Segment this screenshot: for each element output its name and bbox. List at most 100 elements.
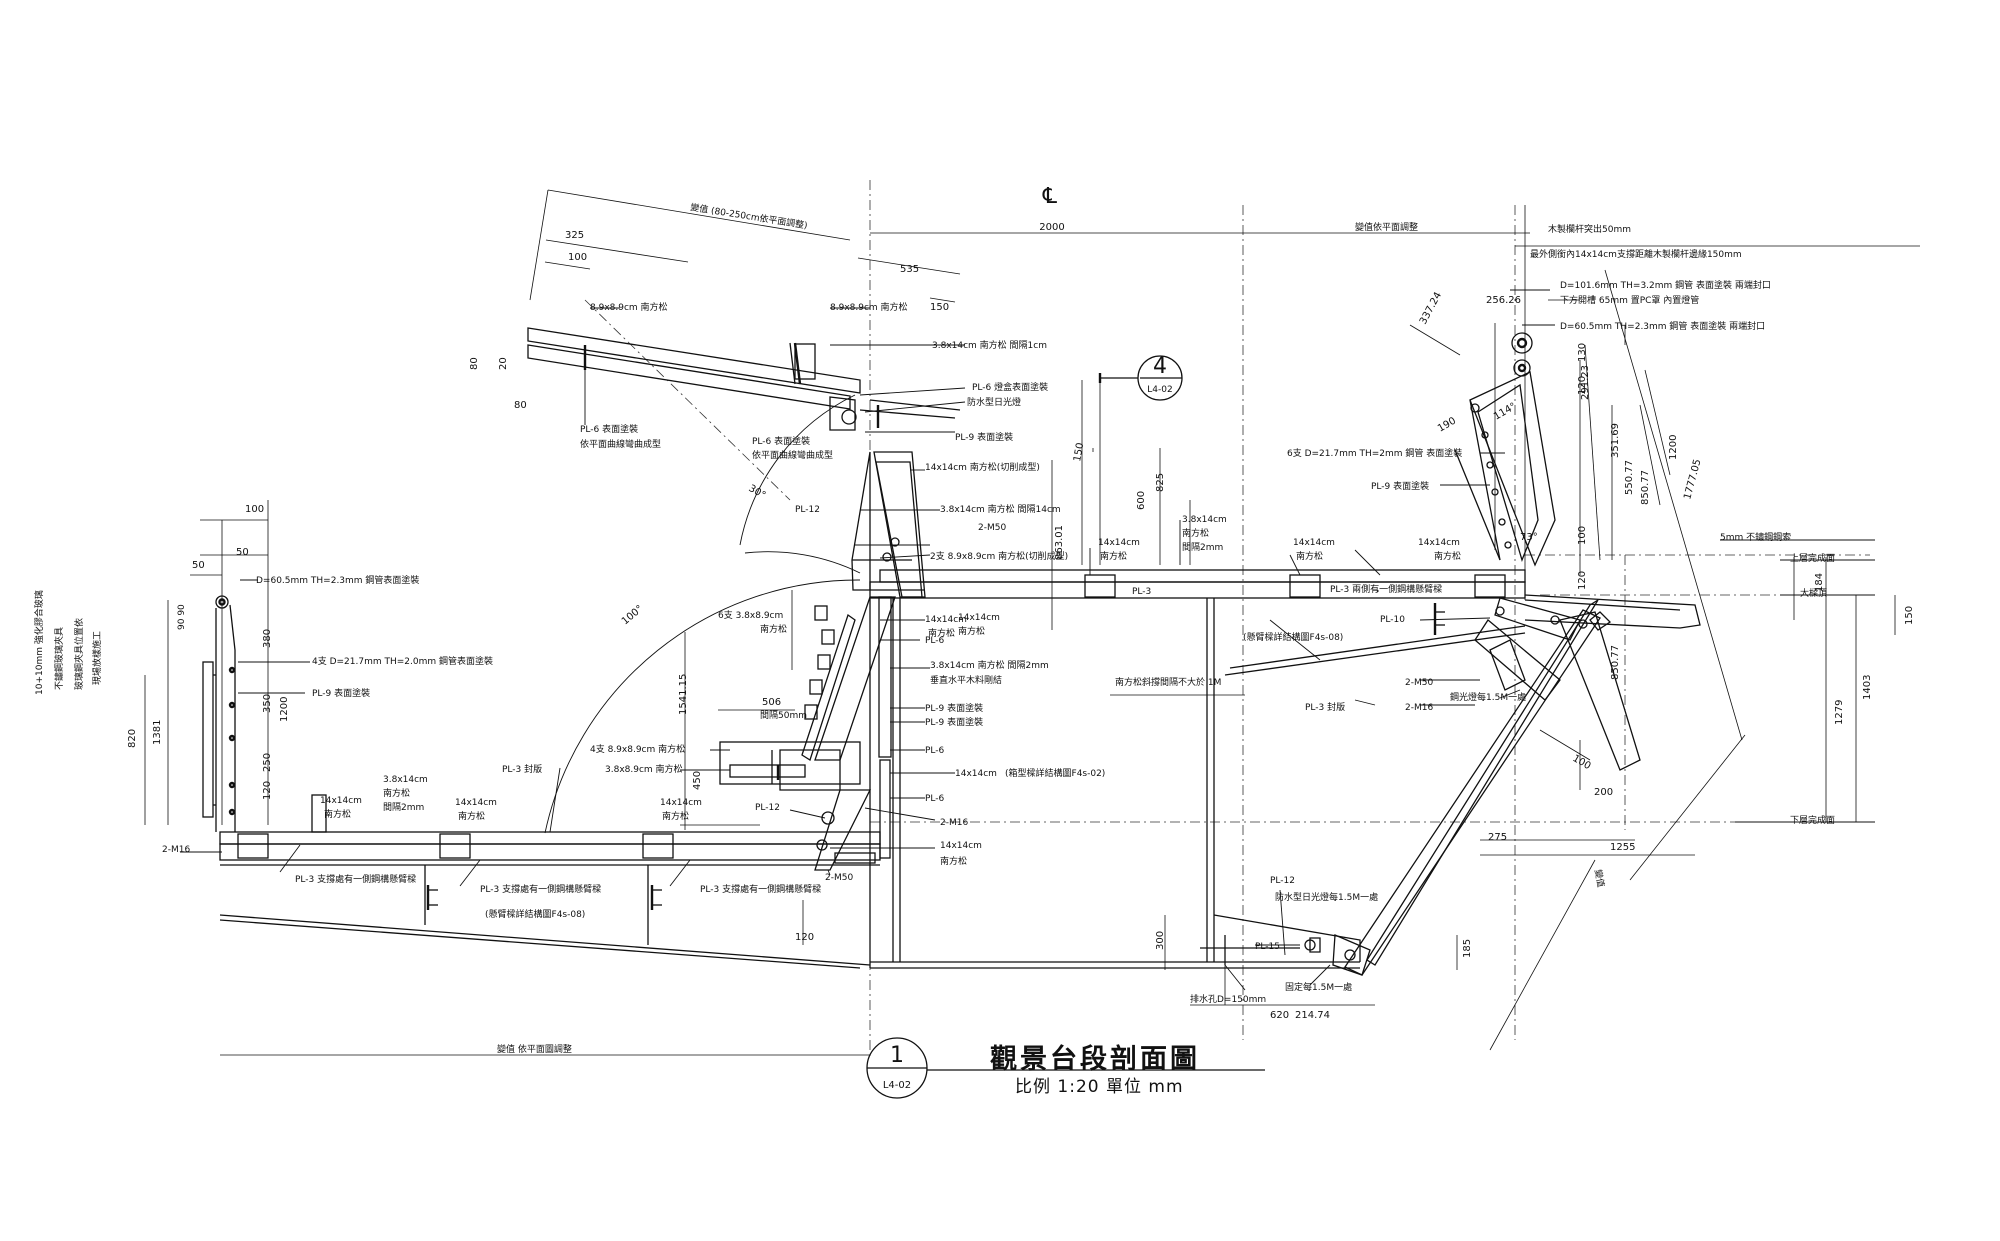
dim-550: 550.77 (1624, 460, 1635, 495)
label-wall-site: 現場放樣施工 (91, 631, 103, 685)
dim-50-b: 50 (192, 560, 205, 571)
label-m16-right: 2-M16 (1405, 703, 1433, 713)
label-wood-edge: 木製欄杆突出50mm (1548, 223, 1631, 235)
dim-450: 450 (692, 771, 703, 790)
label-38-top: 3.8x14cm 南方松 間隔1cm (932, 339, 1047, 351)
label-stainless-cable: 5mm 不鏽鋼鋼索 (1720, 531, 1791, 543)
dim-506: 506 (762, 697, 781, 708)
leaders (180, 289, 1875, 991)
label-pl6-c: PL-6 (925, 794, 945, 804)
label-1414-c-wood: 南方松 (1434, 550, 1461, 562)
box-beam (869, 598, 1361, 969)
label-1414-g: 14x14cm (940, 841, 982, 851)
label-pl9-right: PL-9 表面塗裝 (1371, 480, 1429, 492)
dim-130: 130 (1577, 343, 1588, 362)
dim-2000: 2000 (1039, 222, 1064, 233)
dim-1381: 1381 (152, 720, 163, 745)
label-38-d: 3.8x14cm 南方松 間隔2mm (930, 659, 1049, 671)
label-cantilever-ref-bottom: (懸臂樑詳結構圖F4s-08) (485, 908, 585, 920)
label-38-f: 3.8x14cm (383, 775, 428, 785)
label-pl6-a: PL-6 (925, 636, 945, 646)
label-pl10: PL-10 (1380, 615, 1405, 625)
dim-863: 863.01 (1054, 525, 1065, 560)
label-1414-b-wood: 南方松 (1296, 550, 1323, 562)
sheet-reference: L4-02 (883, 1080, 911, 1091)
label-pl6-left: PL-6 表面塗裝 (580, 423, 638, 435)
dim-535: 535 (900, 264, 919, 275)
label-1414-b: 14x14cm (1293, 538, 1335, 548)
dim-620: 620 (1270, 1010, 1289, 1021)
upper-deck (869, 569, 1701, 676)
label-1414-c: 14x14cm (1418, 538, 1460, 548)
dim-120-bottom: 120 (795, 932, 814, 943)
label-m50-bottom: 2-M50 (825, 873, 853, 883)
label-m50-right: 2-M50 (1405, 678, 1433, 688)
dim-850-a: 850.77 (1640, 470, 1651, 505)
label-pl3-top: PL-3 (1132, 587, 1151, 597)
dim-20: 20 (498, 357, 509, 370)
label-lamp-bottom: 防水型日光燈每1.5M一處 (1275, 891, 1378, 903)
label-1414-j-wood: 南方松 (324, 808, 351, 820)
dim-250: 250 (262, 753, 273, 772)
label-1414-a-wood: 南方松 (1100, 550, 1127, 562)
label-38-six-wood: 南方松 (760, 623, 787, 635)
dim-120-top-right: 120 (1577, 376, 1588, 395)
label-pl3-b: PL-3 支撐處有一側鋼構懸臂樑 (480, 883, 601, 895)
dim-1255: 1255 (1610, 842, 1635, 853)
dim-50-a: 50 (236, 547, 249, 558)
label-pl3-seal-right: PL-3 封版 (1305, 701, 1345, 713)
section-number: 1 (890, 1043, 904, 1068)
label-waterproof-lamp: 防水型日光燈 (967, 396, 1021, 408)
dim-120-left: 120 (262, 781, 273, 800)
dim-185: 185 (1462, 939, 1473, 958)
label-pl6-left-bend: 依平面曲線彎曲成型 (580, 438, 661, 450)
dim-850-b: 850.77 (1610, 645, 1621, 680)
dim-100-top: 100 (568, 252, 587, 263)
dim-1777: 1777.05 (1682, 458, 1703, 501)
dim-80-b: 80 (514, 400, 527, 411)
label-pl9-b: PL-9 表面塗裝 (925, 702, 983, 714)
dim-line-diagonal-b (1629, 734, 1746, 881)
label-pl6-mid-bend: 依平面曲線彎曲成型 (752, 449, 833, 461)
dim-1403: 1403 (1862, 675, 1873, 700)
angle-30: 30° (747, 483, 768, 501)
label-m50-top: 2-M50 (978, 523, 1006, 533)
label-38-gap14: 3.8x14cm 南方松 間隔14cm (940, 503, 1061, 515)
drawing-title: 觀景台段剖面圖 (990, 1043, 1200, 1075)
label-pl9-top: PL-9 表面塗裝 (955, 431, 1013, 443)
label-38-e: 3.8x8.9cm 南方松 (605, 763, 683, 775)
label-m16-left: 2-M16 (162, 845, 190, 855)
dim-214: 214.74 (1295, 1010, 1330, 1021)
label-pl15: PL-15 (1255, 942, 1280, 952)
dim-337: 337.24 (1418, 290, 1444, 326)
dim-100-right: 100 (1571, 753, 1593, 772)
dim-325: 325 (565, 230, 584, 241)
label-1414-g-wood: 南方松 (940, 855, 967, 867)
label-pl9-c: PL-9 表面塗裝 (925, 716, 983, 728)
angle-73: 73° (1520, 532, 1538, 543)
dim-380: 380 (262, 629, 273, 648)
dim-120-mid-right: 120 (1577, 571, 1588, 590)
label-pipe-101-slot: 下方開槽 65mm 置PC罩 內置燈管 (1560, 294, 1699, 306)
label-38-b: 3.8x14cm (1182, 515, 1227, 525)
label-pl3-a: PL-3 支撐處有一側鋼構懸臂樑 (295, 873, 416, 885)
dim-820: 820 (127, 729, 138, 748)
dim-825: 825 (1155, 473, 1166, 492)
label-gap-50: 間隔50mm (760, 710, 807, 721)
dim-300: 300 (1155, 931, 1166, 950)
label-pipe-60-right: D=60.5mm TH=2.3mm 鋼管 表面塗裝 兩端封口 (1560, 320, 1765, 332)
dim-90-90: 90 90 (177, 604, 187, 630)
label-wood-gap: 最外側銜內14x14cm支撐距離木製欄杆邊緣150mm (1530, 248, 1742, 260)
label-drain: 排水孔D=150mm (1190, 993, 1266, 1005)
dim-1200-left: 1200 (279, 697, 290, 722)
dim-600: 600 (1136, 491, 1147, 510)
label-m16-center: 2-M16 (940, 818, 968, 828)
label-1414-d: 14x14cm (925, 615, 967, 625)
label-lamp-15: 鋼光燈每1.5M一處 (1450, 691, 1526, 703)
label-cantilever-ref-top: (懸臂樑詳結構圖F4s-08) (1243, 631, 1343, 643)
dim-line-diagonal (1489, 859, 1596, 1051)
detail-number: 4 (1153, 354, 1167, 379)
label-diagonal-var: 變值 (1592, 868, 1607, 888)
label-pl3-seal-left: PL-3 封版 (502, 763, 542, 775)
